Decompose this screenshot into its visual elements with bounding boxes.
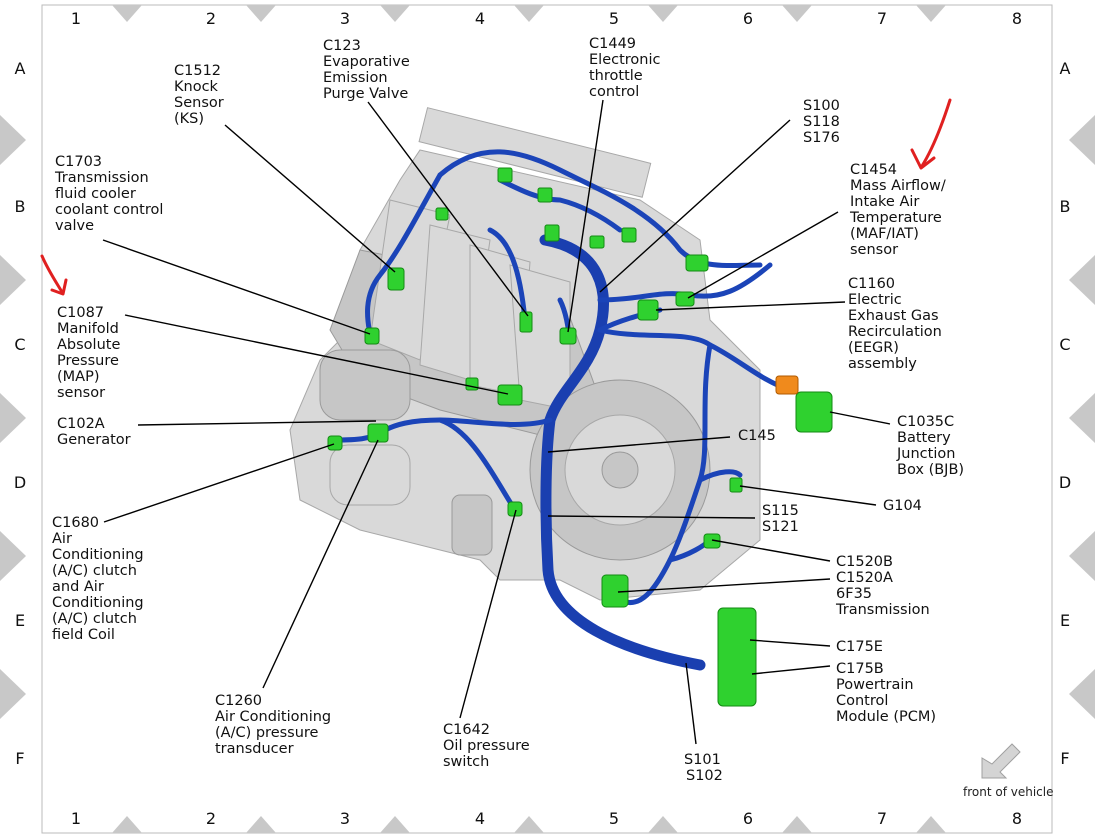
label-c145: C145: [738, 428, 776, 444]
label-c1642: C1642 Oil pressure switch: [443, 722, 534, 770]
col-6: 6: [743, 9, 753, 28]
connector-top-1: [497, 167, 513, 183]
connector-c1512: [387, 267, 405, 291]
label-c1680: C1680 Air Conditioning (A/C) clutch and …: [52, 515, 148, 643]
connector-top-5: [621, 227, 637, 243]
label-s101: S101 S102: [684, 752, 726, 784]
label-c1260: C1260 Air Conditioning (A/C) pressure tr…: [215, 693, 336, 757]
col-1: 1: [71, 809, 81, 828]
label-c1087: C1087 Manifold Absolute Pressure (MAP) s…: [57, 305, 125, 401]
connector-g104: [729, 477, 743, 493]
row-b: B: [15, 197, 26, 216]
label-c1520b: C1520B: [836, 554, 893, 570]
connector-c102a: [367, 423, 389, 443]
col-8: 8: [1012, 9, 1022, 28]
connector-top-3: [544, 224, 560, 242]
col-7: 7: [877, 809, 887, 828]
row-b: B: [1060, 197, 1071, 216]
label-c1520a: C1520A 6F35 Transmission: [835, 570, 930, 618]
row-e: E: [15, 611, 25, 630]
connector-top-2: [537, 187, 553, 203]
row-labels-right: A B C D E F: [1059, 59, 1071, 768]
red-arrow-c1087: [40, 254, 68, 296]
wiring-harness: [332, 149, 793, 671]
row-a: A: [15, 59, 26, 78]
col-4: 4: [475, 9, 485, 28]
connector-top-4: [589, 235, 605, 249]
connector-c1680: [327, 435, 343, 451]
engine-illustration: [289, 107, 761, 601]
row-labels-left: A B C D E F: [14, 59, 26, 768]
label-c175e: C175E: [836, 639, 883, 655]
col-5: 5: [609, 9, 619, 28]
row-a: A: [1060, 59, 1071, 78]
label-c1512: C1512 Knock Sensor (KS): [174, 63, 228, 127]
label-g104: G104: [883, 498, 922, 514]
col-7: 7: [877, 9, 887, 28]
row-f: F: [15, 749, 24, 768]
connector-mid-1: [465, 377, 479, 391]
col-3: 3: [340, 809, 350, 828]
connector-c1160: [637, 299, 659, 321]
label-c1449: C1449 Electronic throttle control: [589, 36, 665, 100]
label-c175b: C175B Powertrain Control Module (PCM): [836, 661, 936, 725]
pcm-module: [717, 607, 757, 707]
col-4: 4: [475, 809, 485, 828]
col-3: 3: [340, 9, 350, 28]
row-d: D: [14, 473, 26, 492]
column-labels-top: 1 2 3 4 5 6 7 8: [71, 9, 1022, 28]
col-5: 5: [609, 809, 619, 828]
label-s100: S100 S118 S176: [803, 98, 845, 146]
bjb-terminal: [775, 375, 799, 395]
row-c: C: [14, 335, 25, 354]
label-c1160: C1160 Electric Exhaust Gas Recirculation…: [848, 276, 946, 372]
row-e: E: [1060, 611, 1070, 630]
row-d: D: [1059, 473, 1071, 492]
label-c102a: C102A Generator: [57, 416, 131, 448]
connector-c123: [519, 311, 533, 333]
connector-c1035c: [795, 391, 833, 433]
connector-c1703: [364, 327, 380, 345]
leader-lines: [102, 99, 891, 745]
label-c123: C123 Evaporative Emission Purge Valve: [323, 38, 414, 102]
diagram-frame: [41, 4, 1053, 834]
connector-top-7: [435, 207, 449, 221]
label-s115: S115 S121: [762, 503, 804, 535]
col-2: 2: [206, 9, 216, 28]
row-f: F: [1060, 749, 1069, 768]
col-1: 1: [71, 9, 81, 28]
label-c1454: C1454 Mass Airflow/ Intake Air Temperatu…: [849, 162, 950, 258]
label-c1035c: C1035C Battery Junction Box (BJB): [896, 414, 964, 478]
col-2: 2: [206, 809, 216, 828]
connector-c1454: [675, 291, 695, 307]
red-arrow-c1454: [910, 98, 952, 170]
col-6: 6: [743, 809, 753, 828]
col-8: 8: [1012, 809, 1022, 828]
row-c: C: [1059, 335, 1070, 354]
connectors: [327, 167, 833, 707]
connector-top-6: [685, 254, 709, 272]
front-of-vehicle-label: front of vehicle: [963, 785, 1053, 799]
label-c1703: C1703 Transmission fluid cooler coolant …: [54, 154, 168, 234]
border-markers: [0, 5, 1095, 833]
column-labels-bottom: 1 2 3 4 5 6 7 8: [71, 809, 1022, 828]
connector-c1087: [497, 384, 523, 406]
front-of-vehicle-arrow-icon: [981, 743, 1021, 779]
